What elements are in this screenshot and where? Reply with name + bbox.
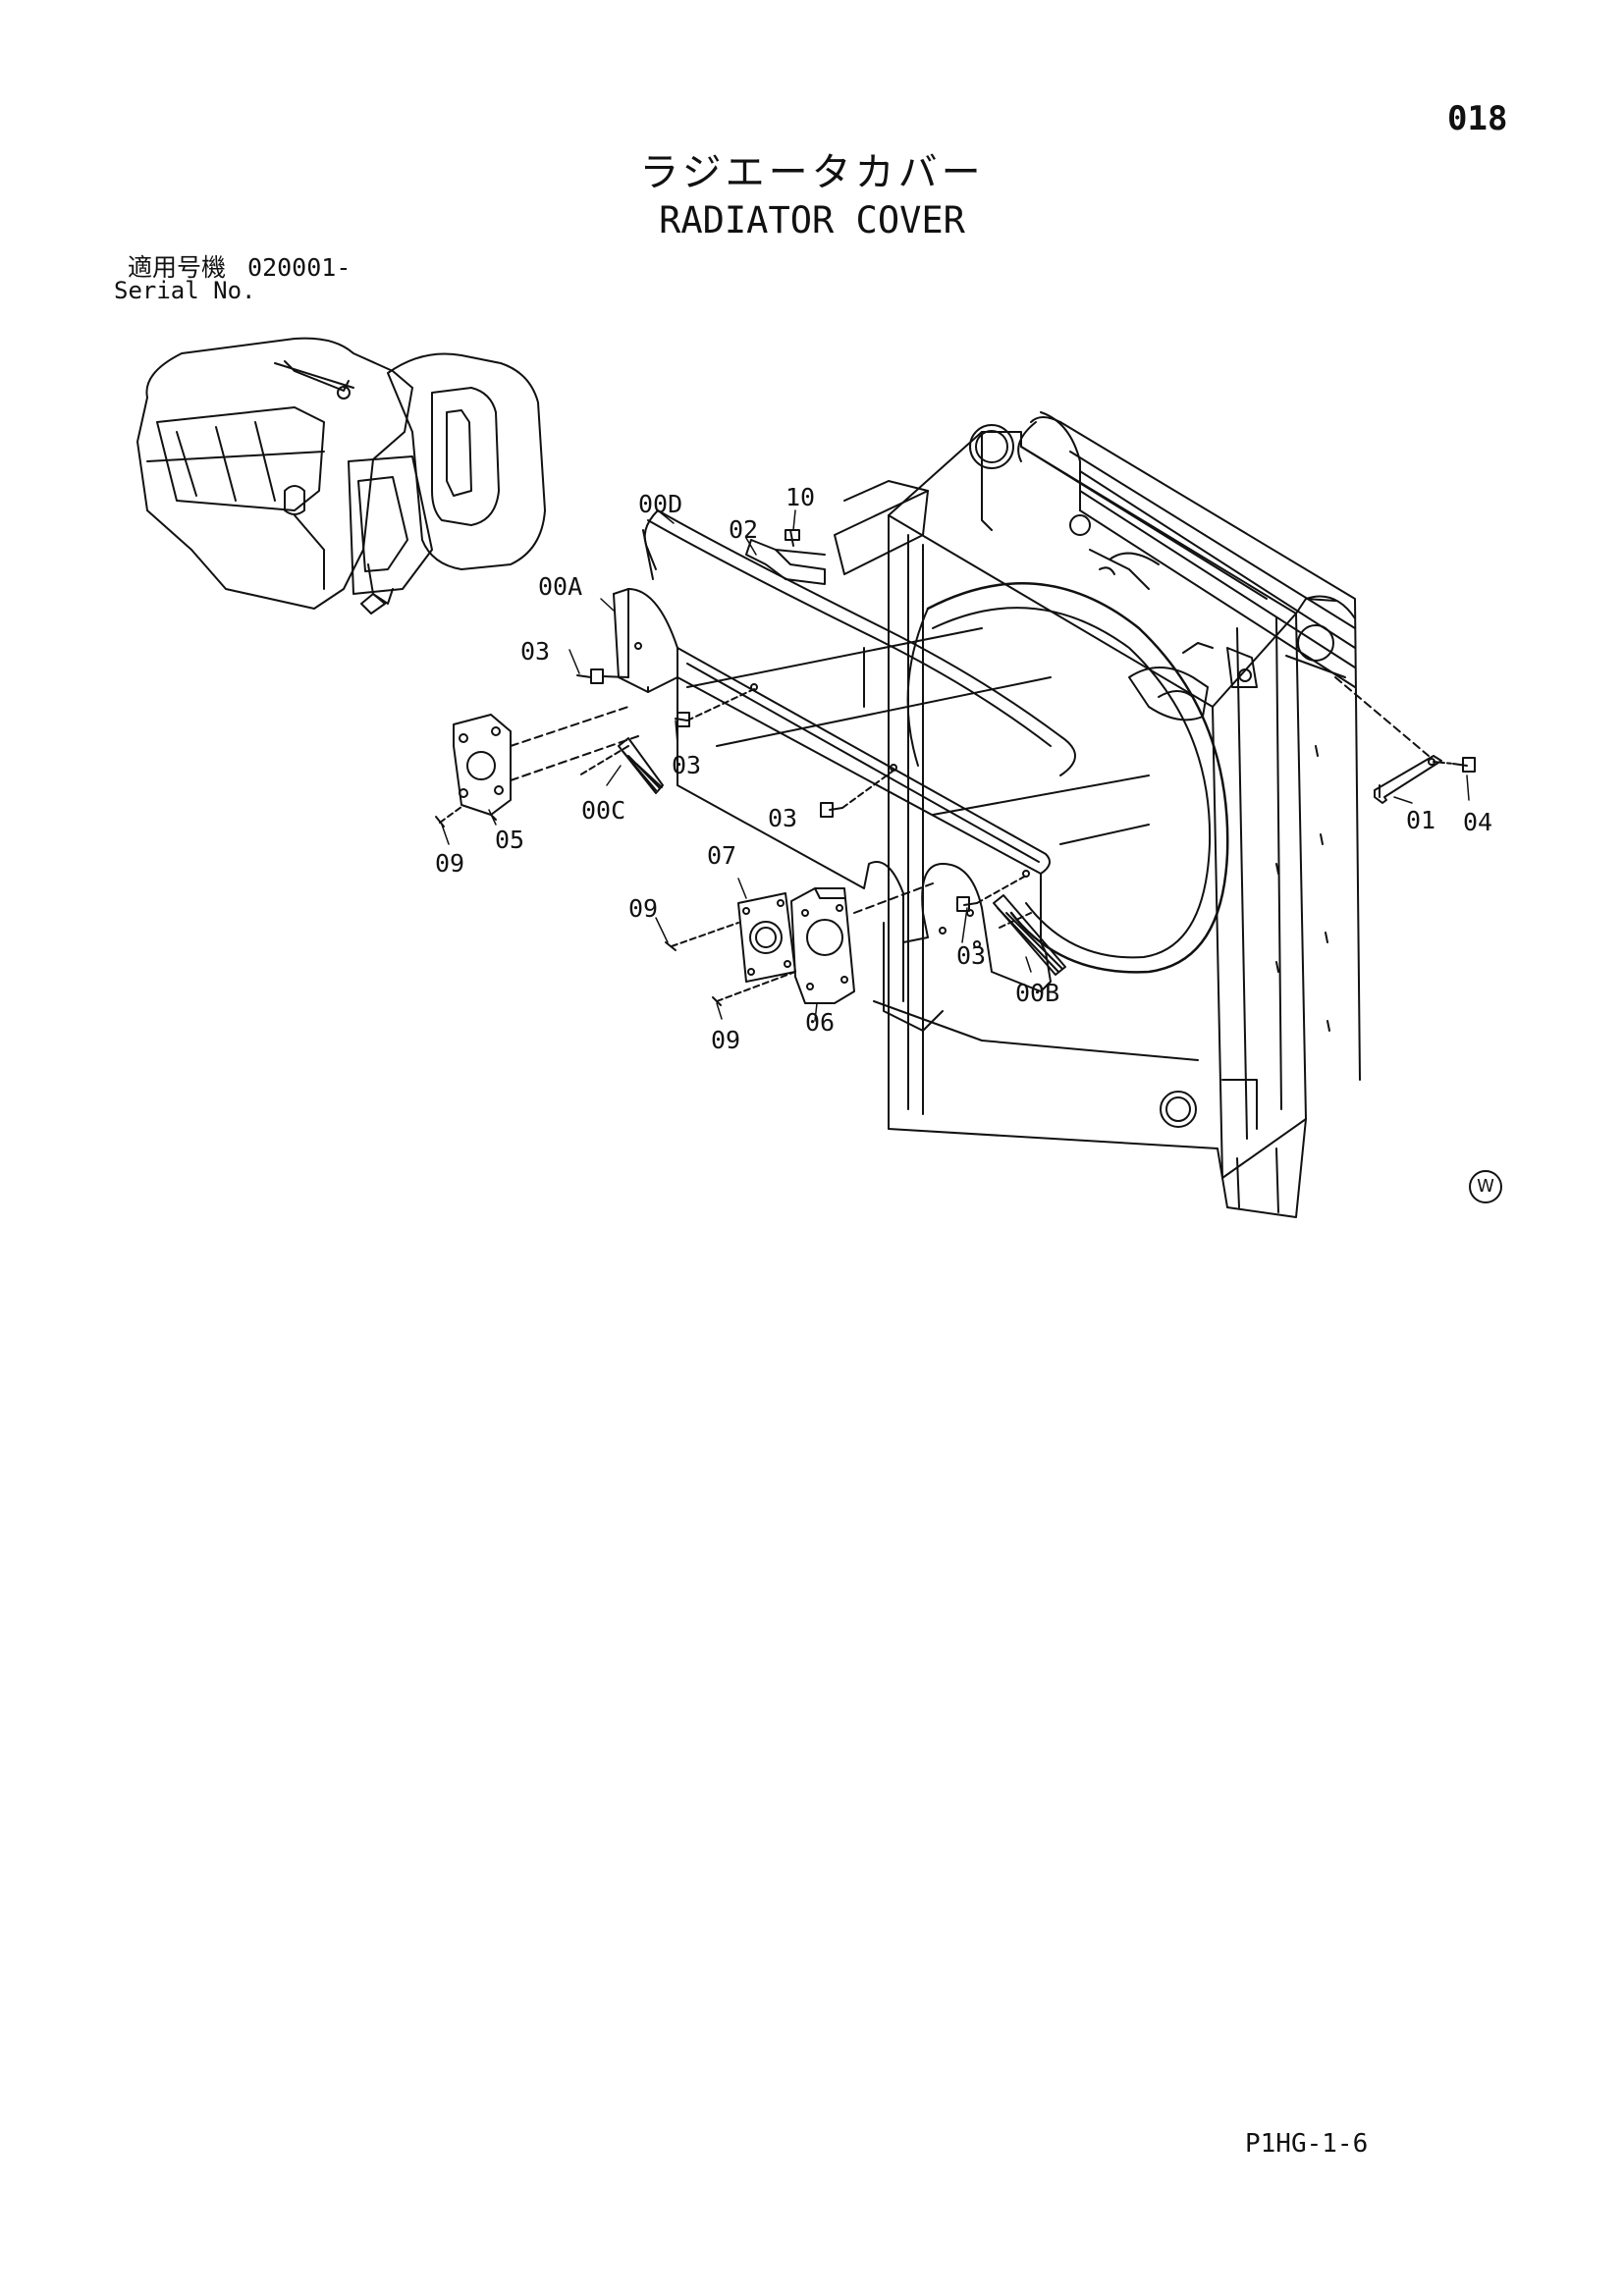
callout-00B: 00B — [1015, 979, 1059, 1007]
part-05-plate — [435, 706, 639, 828]
part-01-bracket — [1334, 676, 1476, 804]
callout-01: 01 — [1406, 806, 1435, 834]
callout-leaders — [441, 509, 1470, 1022]
part-03-bolts — [576, 668, 1027, 912]
footer-code: P1HG-1-6 — [1245, 2129, 1369, 2159]
serial-label: Serial No. — [114, 277, 256, 304]
part-06-plate — [712, 882, 934, 1006]
callout-09-c: 09 — [711, 1026, 740, 1054]
page-title: RADIATOR COVER — [659, 199, 965, 241]
callout-00C: 00C — [581, 796, 625, 825]
callout-09-a: 09 — [435, 849, 464, 878]
serial-label-ja-text: 適用号機 — [128, 253, 227, 282]
revision-mark: W — [1469, 1170, 1502, 1203]
serial-number-value: 020001- — [247, 253, 352, 282]
cover-frame-rails — [686, 627, 1199, 1061]
callout-04: 04 — [1463, 808, 1492, 836]
part-00A-cover — [613, 588, 1052, 992]
callout-03-b: 03 — [672, 751, 701, 779]
part-00B-pad — [993, 894, 1066, 976]
callout-03-c: 03 — [768, 804, 797, 832]
page-title-japanese: ラジエータカバー — [639, 150, 985, 195]
radiator-frame — [888, 411, 1361, 1218]
callout-10: 10 — [785, 483, 815, 511]
callout-09-b: 09 — [628, 894, 658, 923]
callout-02: 02 — [729, 515, 758, 544]
machine-overview-thumbnail — [136, 337, 546, 614]
fan-shroud-ring — [906, 582, 1229, 974]
callout-06: 06 — [805, 1008, 835, 1037]
part-00D-seal — [642, 509, 1076, 776]
callout-00D: 00D — [638, 490, 682, 518]
page-number: 018 — [1447, 99, 1508, 138]
part-02-bracket — [745, 480, 929, 585]
callout-03-d: 03 — [956, 941, 986, 970]
callout-07: 07 — [707, 841, 736, 870]
callout-labels: 00D 10 02 00A 03 03 00C 03 05 09 07 09 0… — [435, 483, 1492, 1054]
callout-05: 05 — [495, 826, 524, 854]
part-07-plate — [665, 892, 796, 983]
serial-label-japanese: 適用号機 020001- — [128, 255, 351, 280]
callout-00A: 00A — [538, 572, 582, 601]
callout-03-a: 03 — [520, 637, 550, 666]
